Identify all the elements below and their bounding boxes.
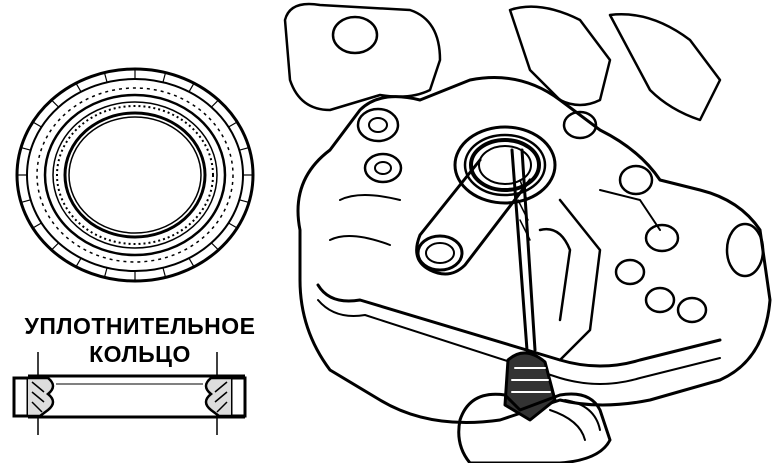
seal-label-line2: КОЛЬЦО — [89, 341, 191, 367]
seal-rib-tick — [104, 268, 107, 278]
seal-rib-tick — [21, 148, 31, 151]
seal-rib-tick — [239, 200, 249, 203]
seal-rib-tick — [163, 268, 166, 278]
seal-rib-tick — [52, 100, 59, 107]
seal-rib-tick — [239, 148, 249, 151]
seal-label-line1: УПЛОТНИТЕЛЬНОЕ — [24, 313, 256, 339]
seal-cross-section — [14, 352, 245, 435]
seal-rib-tick — [229, 223, 238, 228]
seal-rib-tick — [21, 200, 31, 203]
seal-rib-tick — [104, 73, 107, 83]
engine-block-drawing — [285, 4, 770, 463]
seal-rib-tick — [163, 73, 166, 83]
seal-rib-tick — [211, 100, 218, 107]
seal-rib-tick — [52, 243, 59, 250]
oil-seal-ring-drawing — [17, 69, 253, 281]
seal-rib-tick — [229, 122, 238, 127]
seal-rib-tick — [189, 83, 194, 92]
seal-rib-tick — [33, 223, 42, 228]
seal-rib-tick — [76, 83, 81, 92]
seal-rib-tick — [76, 258, 81, 267]
seal-rib-tick — [189, 258, 194, 267]
seal-rib-tick — [211, 243, 218, 250]
seal-rib-tick — [33, 122, 42, 127]
